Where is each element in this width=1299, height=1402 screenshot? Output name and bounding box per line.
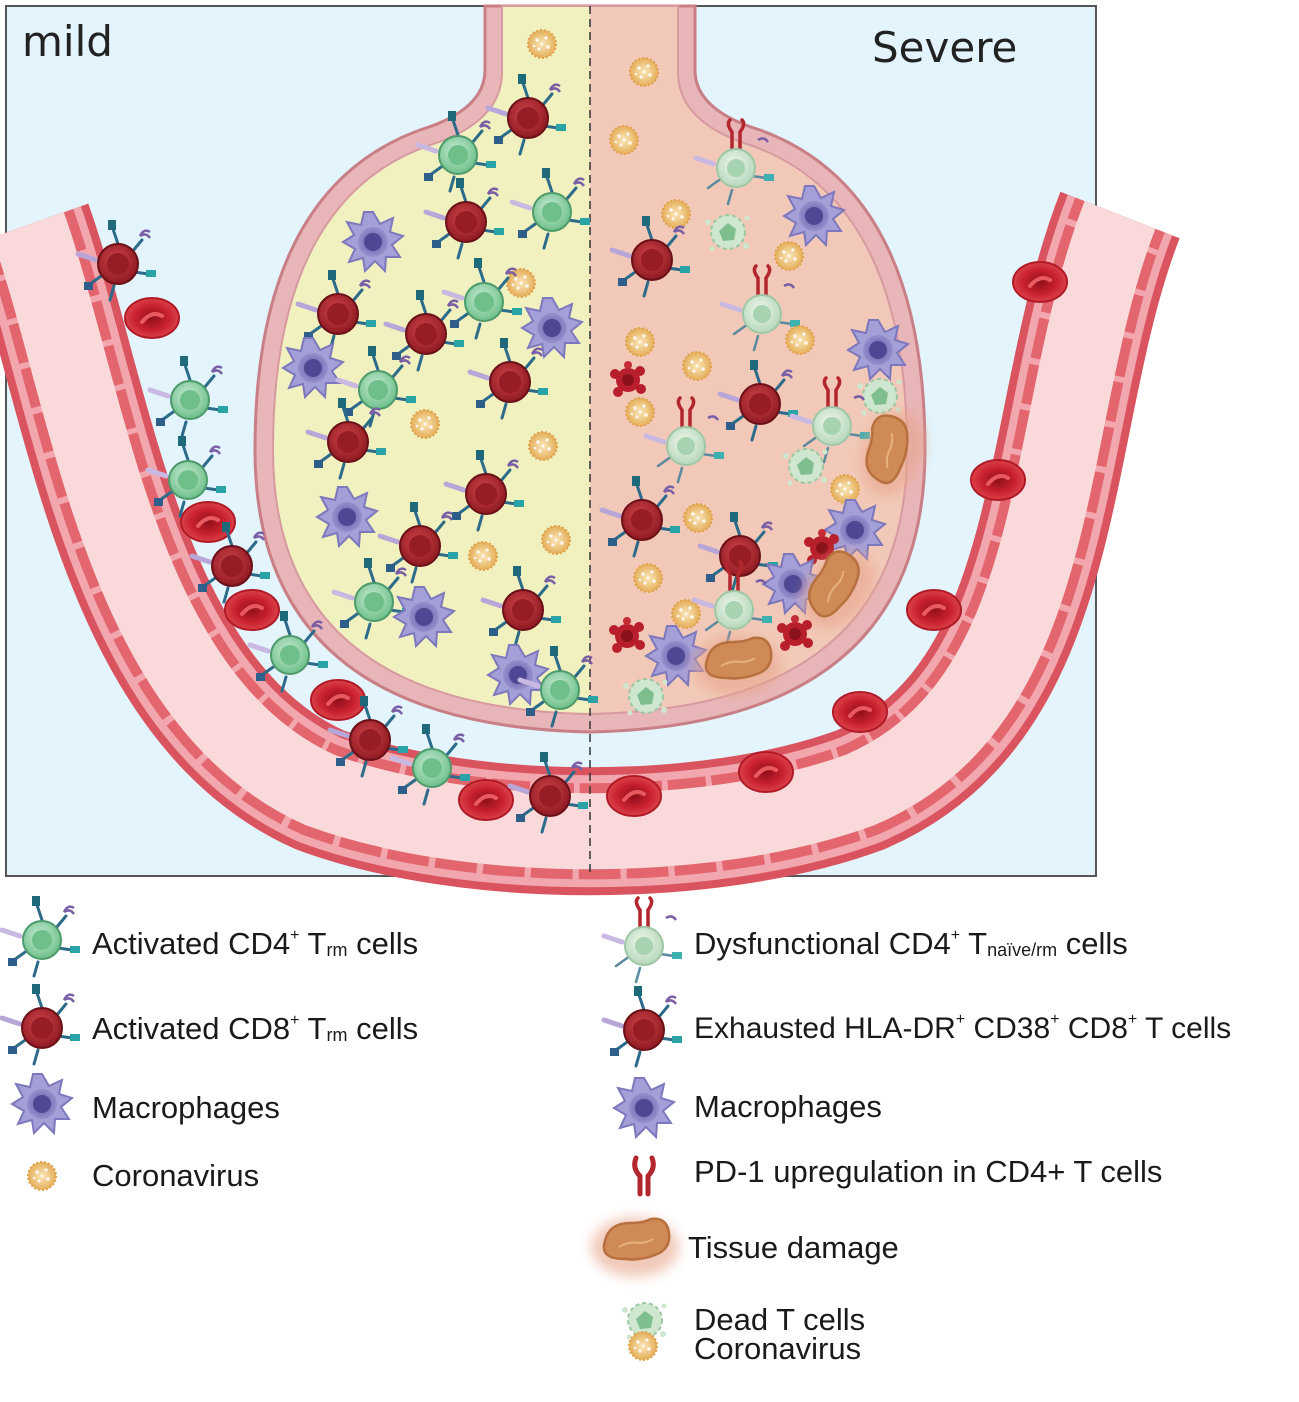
coronavirus [625, 327, 655, 357]
red-blood-cell [223, 588, 281, 632]
cd4-cell-icon [2, 896, 80, 976]
blood-vessel [0, 191, 1180, 896]
coronavirus [468, 541, 498, 571]
coronavirus-icon [628, 1331, 658, 1361]
mild-label: mild [22, 17, 113, 66]
legend-icons [2, 896, 682, 1361]
cd8-cell-icon [2, 984, 80, 1064]
coronavirus [774, 241, 804, 271]
coronavirus [410, 409, 440, 439]
red-blood-cell [831, 690, 889, 734]
coronavirus [682, 351, 712, 381]
coronavirus [629, 57, 659, 87]
coronavirus [625, 397, 655, 427]
coronavirus [609, 125, 639, 155]
coronavirus-icon [27, 1161, 57, 1191]
coronavirus [661, 199, 691, 229]
coronavirus [830, 474, 860, 504]
severe-label: Severe [872, 23, 1017, 72]
pd1-receptor-icon [632, 1155, 656, 1197]
dysfunctional-cd4-icon [604, 898, 682, 982]
red-blood-cell [969, 458, 1027, 502]
red-blood-cell [1011, 260, 1069, 304]
red-blood-cell [457, 778, 515, 822]
coronavirus [541, 525, 571, 555]
coronavirus [671, 599, 701, 629]
macrophage-icon [613, 1077, 675, 1138]
tissue-damage [693, 636, 781, 696]
red-blood-cell [123, 296, 181, 340]
coronavirus [527, 29, 557, 59]
red-blood-cell [737, 750, 795, 794]
coronavirus [633, 563, 663, 593]
coronavirus [528, 431, 558, 461]
red-blood-cell [309, 678, 367, 722]
macrophage-icon [11, 1073, 73, 1134]
red-blood-cell [605, 774, 663, 818]
coronavirus [785, 325, 815, 355]
exhausted-cd8-icon [604, 986, 682, 1066]
red-blood-cell [905, 588, 963, 632]
tissue-damage-icon [591, 1217, 679, 1277]
coronavirus [683, 503, 713, 533]
